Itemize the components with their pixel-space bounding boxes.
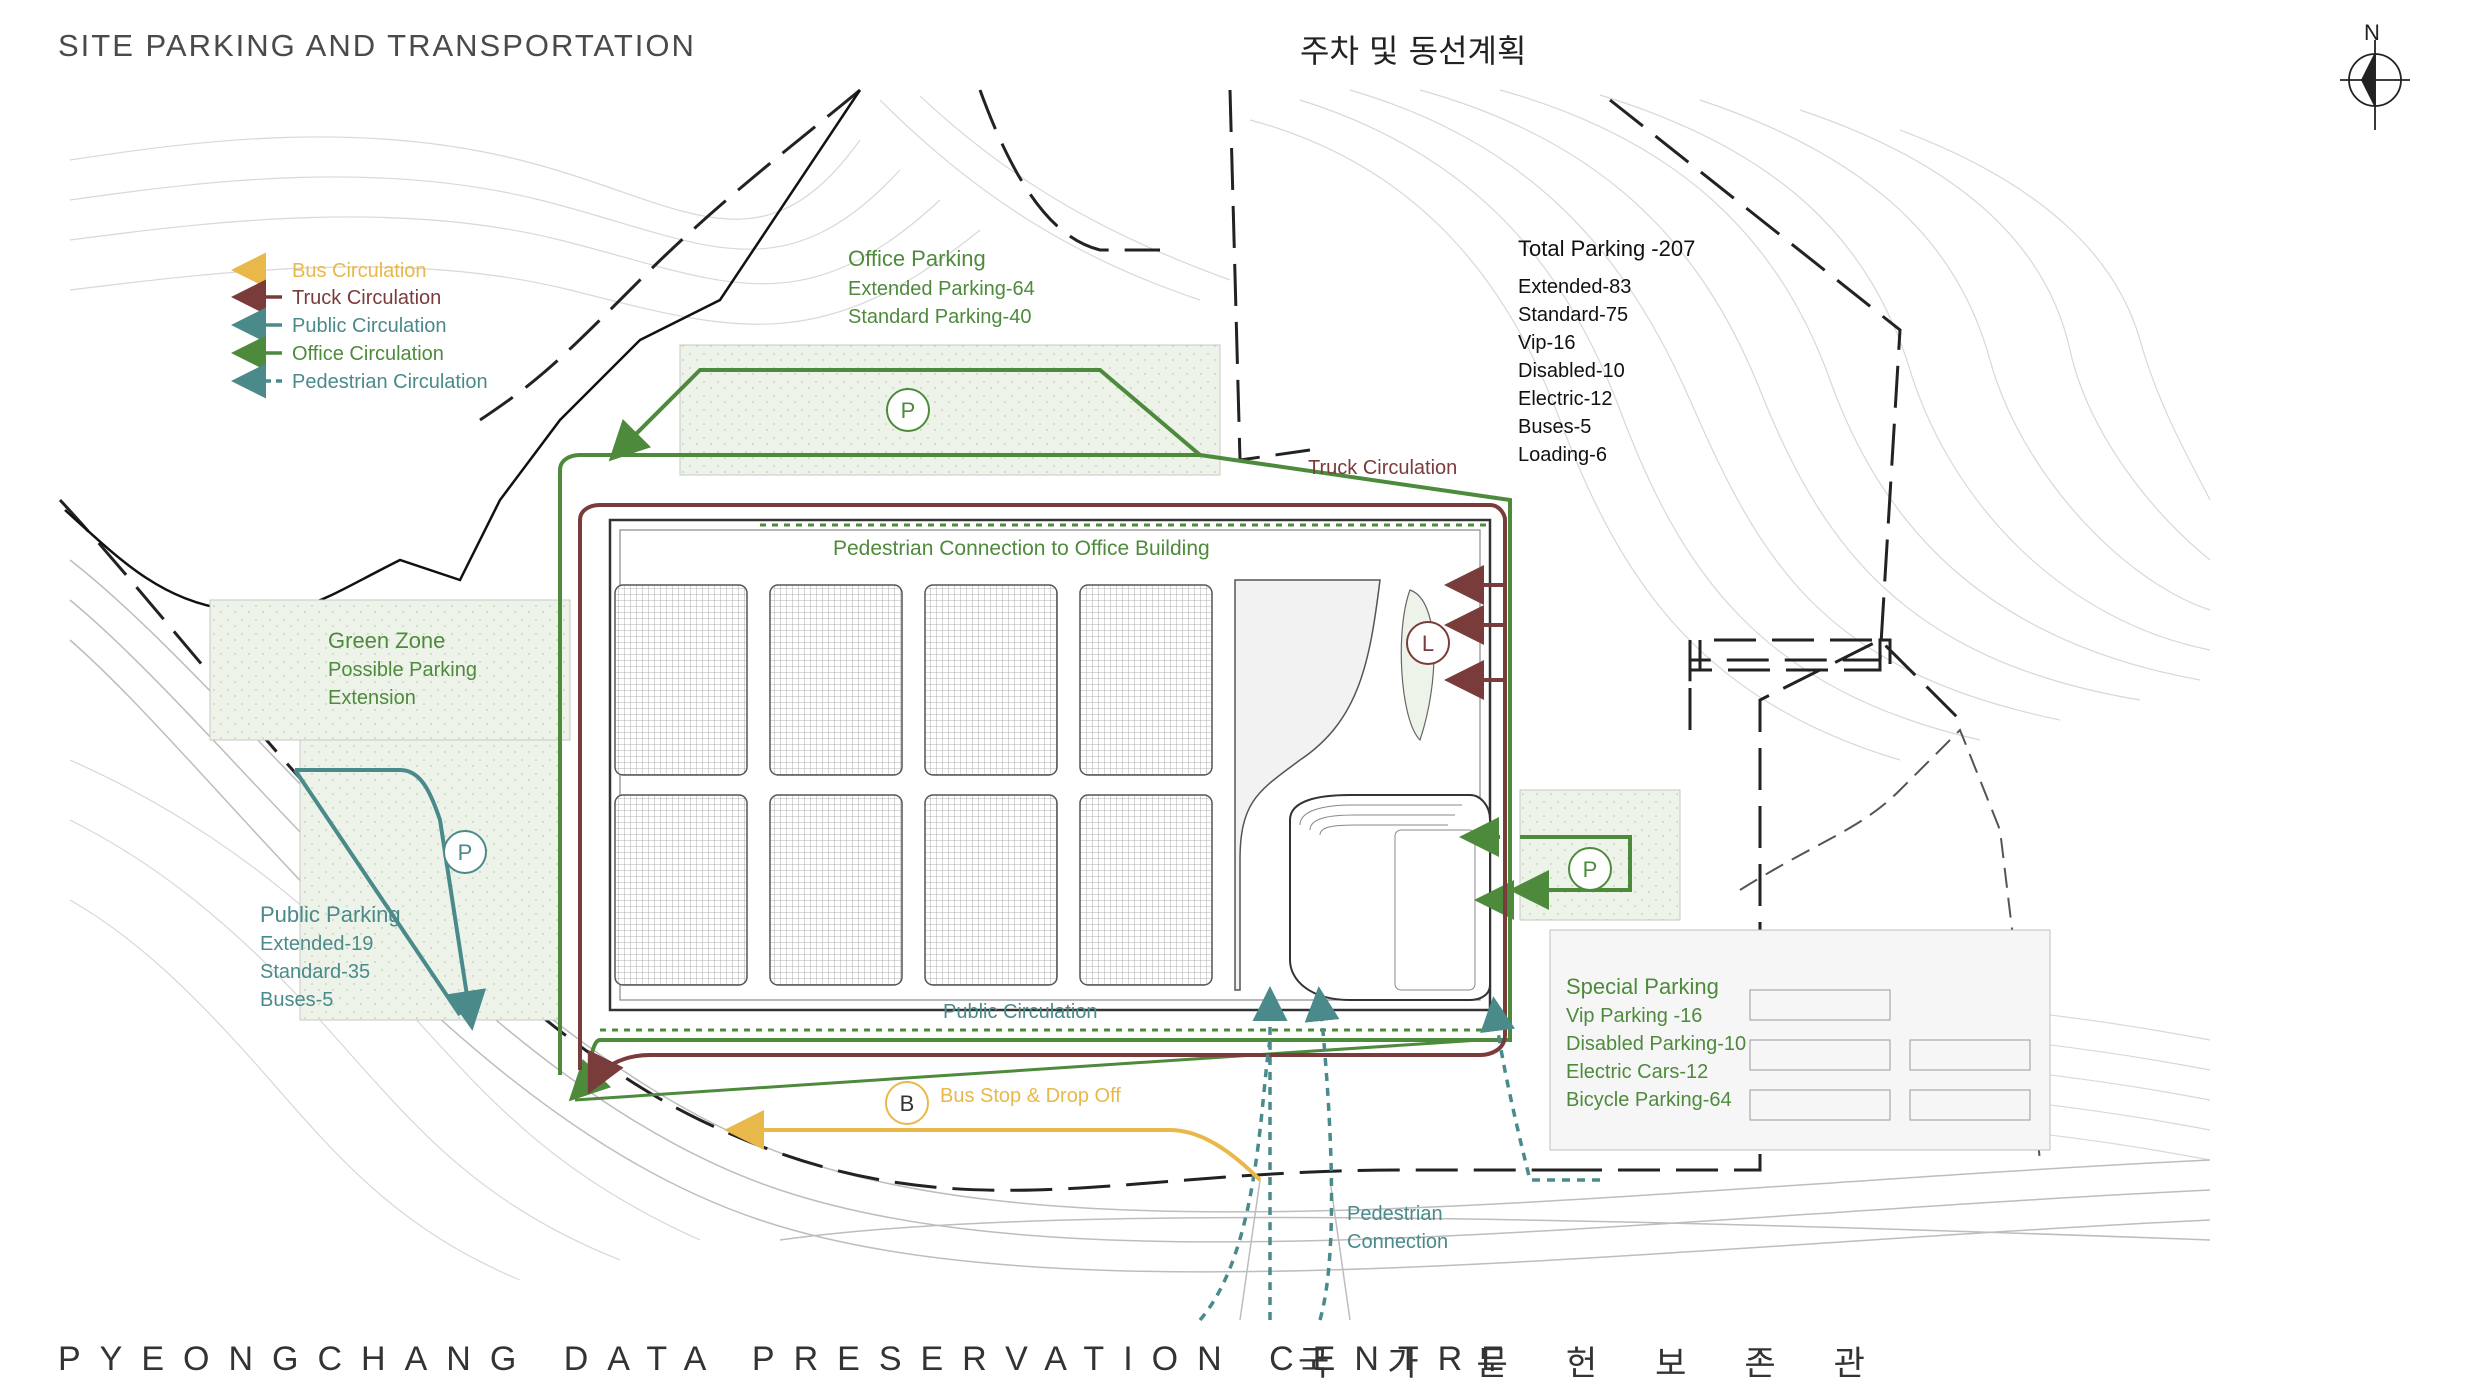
- archive-blocks: [614, 584, 1213, 986]
- svg-text:Standard-75: Standard-75: [1518, 304, 1628, 326]
- special-parking-label: Special Parking Vip Parking -16 Disabled…: [1566, 974, 1746, 1111]
- svg-text:Vip Parking -16: Vip Parking -16: [1566, 1005, 1702, 1027]
- bus-stop-marker: B: [885, 1081, 929, 1125]
- legend-pedestrian-circulation: Pedestrian Circulation: [292, 371, 488, 393]
- svg-text:Possible Parking: Possible Parking: [328, 659, 477, 681]
- svg-text:P: P: [458, 840, 473, 865]
- secondary-boundary: [1739, 728, 2041, 1161]
- pedestrian-connection-label: Pedestrian Connection to Office Building: [833, 537, 1210, 560]
- svg-text:Green Zone: Green Zone: [328, 628, 445, 653]
- svg-text:L: L: [1422, 631, 1434, 656]
- bicycle-racks: [1749, 989, 2031, 1121]
- total-parking-label: Total Parking -207 Extended-83 Standard-…: [1518, 236, 1695, 466]
- north-arrow-icon: [2340, 40, 2410, 130]
- pedestrian-connection-road-label-2: Connection: [1347, 1231, 1448, 1253]
- svg-text:Extended-19: Extended-19: [260, 933, 373, 955]
- public-circulation-route: [293, 768, 487, 1031]
- public-circulation-dotted: [600, 523, 1490, 1032]
- pedestrian-connection-road-label-1: Pedestrian: [1347, 1203, 1443, 1225]
- svg-text:Electric-12: Electric-12: [1518, 388, 1612, 410]
- svg-text:Total Parking -207: Total Parking -207: [1518, 236, 1695, 261]
- svg-text:Extension: Extension: [328, 687, 416, 709]
- project-name: PYEONGCHANG DATA PRESERVATION CENTRE: [58, 1340, 1523, 1378]
- legend-bus-circulation: Bus Circulation: [292, 260, 427, 282]
- public-circulation-label: Public Circulation: [943, 1001, 1098, 1023]
- legend-truck-circulation: Truck Circulation: [292, 287, 441, 309]
- page-title: SITE PARKING AND TRANSPORTATION: [58, 28, 696, 63]
- bus-stop-label: Bus Stop & Drop Off: [940, 1085, 1121, 1107]
- svg-text:Special Parking: Special Parking: [1566, 974, 1719, 999]
- public-parking-label: Public Parking Extended-19 Standard-35 B…: [260, 902, 401, 1011]
- svg-text:Bicycle Parking-64: Bicycle Parking-64: [1566, 1089, 1732, 1111]
- page-title-korean: 주차 및 동선계획: [1300, 32, 1527, 70]
- svg-text:Public Parking: Public Parking: [260, 902, 401, 927]
- truck-circulation-label: Truck Circulation: [1308, 457, 1457, 479]
- green-zone-label: Green Zone Possible Parking Extension: [328, 628, 477, 709]
- legend-public-circulation: Public Circulation: [292, 315, 447, 337]
- svg-text:Office Parking: Office Parking: [848, 246, 986, 271]
- project-name-korean: 국가문헌보존관: [1298, 1344, 1923, 1384]
- office-tower: [1289, 794, 1491, 1001]
- svg-text:Buses-5: Buses-5: [1518, 416, 1591, 438]
- svg-text:Disabled Parking-10: Disabled Parking-10: [1566, 1033, 1746, 1055]
- svg-text:Standard-35: Standard-35: [260, 961, 370, 983]
- svg-text:Vip-16: Vip-16: [1518, 332, 1575, 354]
- svg-text:Loading-6: Loading-6: [1518, 444, 1607, 466]
- parking-marker-public: P: [443, 830, 487, 874]
- legend-arrows: [231, 252, 282, 399]
- truck-circulation-route: [578, 503, 1507, 1095]
- svg-text:Buses-5: Buses-5: [260, 989, 333, 1011]
- bus-circulation-route: [724, 1110, 1262, 1182]
- north-label: N: [2364, 20, 2380, 45]
- svg-text:Electric Cars-12: Electric Cars-12: [1566, 1061, 1708, 1083]
- office-building: [1234, 579, 1381, 991]
- svg-text:Disabled-10: Disabled-10: [1518, 360, 1625, 382]
- svg-text:B: B: [900, 1091, 915, 1116]
- loading-marker: L: [1406, 621, 1450, 665]
- svg-text:Extended Parking-64: Extended Parking-64: [848, 278, 1035, 300]
- legend-office-circulation: Office Circulation: [292, 343, 444, 365]
- parking-marker-office: P: [886, 388, 930, 432]
- green-zone-area: [209, 599, 571, 741]
- parking-marker-vip: P: [1568, 847, 1612, 891]
- svg-text:P: P: [1583, 857, 1598, 882]
- svg-text:Extended-83: Extended-83: [1518, 276, 1631, 298]
- svg-text:Standard Parking-40: Standard Parking-40: [848, 306, 1031, 328]
- legend: Bus Circulation Truck Circulation Public…: [292, 260, 488, 393]
- svg-text:P: P: [901, 398, 916, 423]
- office-parking-label: Office Parking Extended Parking-64 Stand…: [848, 246, 1035, 328]
